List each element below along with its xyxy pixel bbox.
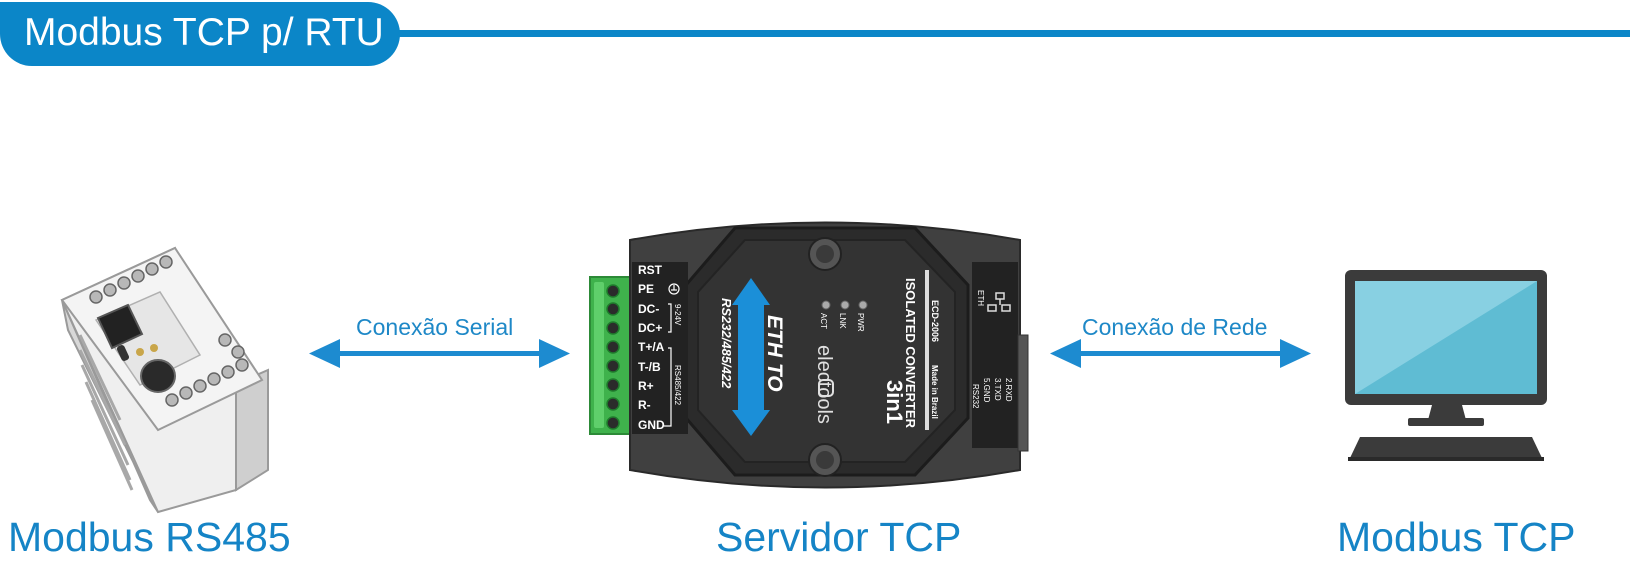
product-name: ISOLATED CONVERTER [903, 278, 918, 429]
voltage-note: 9-24V [673, 304, 682, 326]
led-label-lnk: LNK [838, 313, 847, 329]
title-banner [0, 2, 400, 66]
face-title: ETH TO [763, 315, 786, 392]
network-connection-label: Conexão de Rede [1082, 314, 1268, 340]
rs232-label: RS232 [971, 384, 980, 409]
terminal-label: T+/A [638, 340, 665, 354]
network-connection-arrow [1050, 339, 1311, 368]
terminal-label: T-/B [638, 360, 661, 374]
product-variant: 3in1 [882, 380, 907, 424]
led-label-pwr: PWR [856, 313, 865, 332]
rs232-pin-rxd: 2.RXD [1004, 378, 1013, 402]
terminal-label: R- [638, 398, 651, 412]
serial-connection-label: Conexão Serial [356, 314, 514, 340]
computer-monitor-icon [1345, 270, 1547, 461]
device-caption-center: Servidor TCP [716, 514, 962, 560]
serial-connection-arrow [309, 339, 570, 368]
rs232-pin-gnd: 5.GND [982, 378, 991, 403]
terminal-label: DC+ [638, 321, 662, 335]
brand-logo-icon [818, 379, 834, 397]
ground-icon [668, 283, 680, 295]
terminal-label: GND [638, 418, 665, 432]
model-number: ECD-2006 [930, 300, 940, 342]
terminal-label: RST [638, 263, 663, 277]
page-title: Modbus TCP p/ RTU [24, 11, 384, 54]
eth-port-label: ETH [976, 290, 985, 306]
terminal-label: DC- [638, 302, 659, 316]
face-arrow-icon [732, 278, 770, 436]
made-in-label: Made in Brazil [930, 365, 939, 419]
face-subtitle: RS232/485/422 [719, 298, 734, 389]
brand-name: electools [813, 345, 835, 424]
plc-device-icon [60, 246, 269, 514]
device-caption-left: Modbus RS485 [8, 514, 291, 560]
ethernet-port-icon [987, 292, 1011, 312]
terminal-label: PE [638, 282, 654, 296]
terminal-label: R+ [638, 379, 654, 393]
screw-icon [808, 237, 842, 477]
device-caption-right: Modbus TCP [1337, 514, 1576, 560]
rs485-note: RS485/422 [673, 365, 682, 406]
led-label-act: ACT [819, 313, 828, 329]
title-rule [395, 30, 1630, 37]
rs232-pin-txd: 3.TXD [993, 378, 1002, 401]
converter-device [589, 221, 1029, 489]
